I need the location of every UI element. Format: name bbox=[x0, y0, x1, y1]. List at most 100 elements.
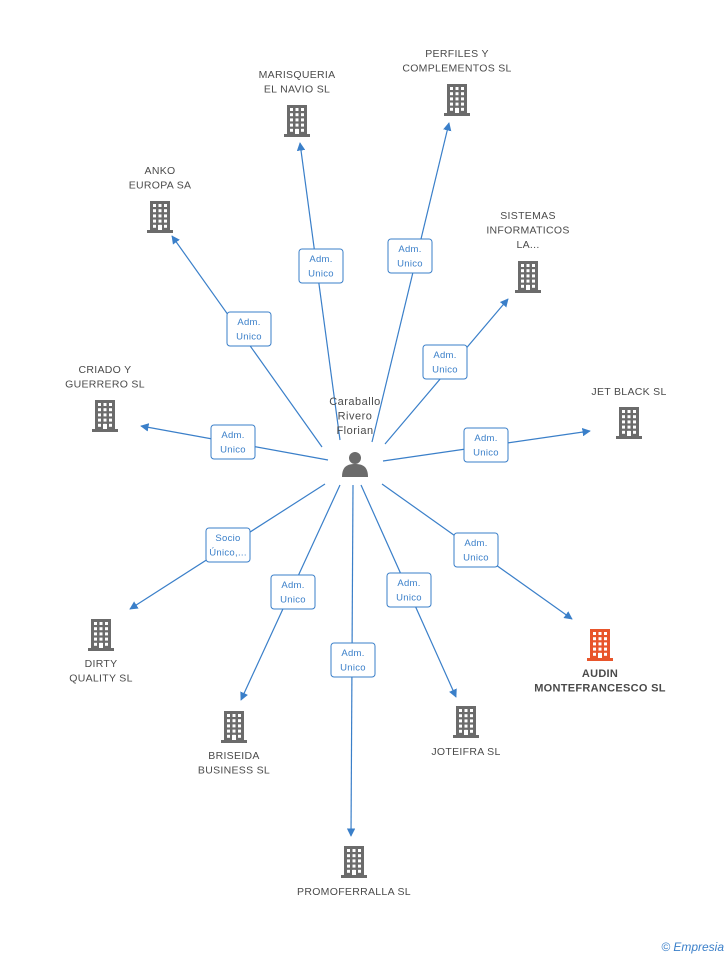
role-label-line: Unico bbox=[463, 553, 489, 564]
role-label-line: Unico bbox=[432, 365, 458, 376]
company-name-line: QUALITY SL bbox=[69, 673, 133, 685]
company-node-sistemas[interactable]: SISTEMAS INFORMATICOS LA... bbox=[486, 210, 569, 293]
role-label-box[interactable] bbox=[226, 311, 272, 347]
edge-jetblack[interactable]: Adm. Unico bbox=[382, 427, 591, 463]
role-label-box[interactable] bbox=[298, 248, 344, 284]
role-label-line: Adm. bbox=[397, 578, 420, 589]
role-label-box[interactable] bbox=[330, 642, 376, 678]
role-label-line: Unico bbox=[236, 332, 262, 343]
company-name: ANKO EUROPA SA bbox=[129, 165, 192, 192]
role-label: Adm. Unico bbox=[473, 433, 499, 459]
role-label-line: Adm. bbox=[341, 648, 364, 659]
company-name-line: BRISEIDA bbox=[208, 750, 259, 762]
company-node-joteifra[interactable]: JOTEIFRA SL bbox=[431, 706, 500, 758]
role-label-box[interactable] bbox=[210, 424, 256, 460]
role-label-line: Unico bbox=[396, 593, 422, 604]
role-label-line: Adm. bbox=[237, 317, 260, 328]
company-name-line: MONTEFRANCESCO SL bbox=[534, 683, 666, 695]
role-label-box[interactable] bbox=[205, 527, 251, 563]
edge-marisqueria[interactable]: Adm.Unico bbox=[296, 142, 344, 441]
company-name: DIRTY QUALITY SL bbox=[69, 658, 133, 685]
role-label-line: Adm. bbox=[398, 244, 421, 255]
role-label: Adm. Unico bbox=[397, 244, 423, 270]
building-icon bbox=[616, 407, 642, 439]
role-label-box[interactable] bbox=[453, 532, 499, 568]
company-node-anko[interactable]: ANKO EUROPA SA bbox=[129, 165, 192, 233]
role-label-line: Adm. bbox=[464, 538, 487, 549]
building-icon bbox=[453, 706, 479, 738]
role-label-line: Unico bbox=[340, 663, 366, 674]
company-name: JOTEIFRA SL bbox=[431, 746, 500, 758]
copyright-symbol: © bbox=[661, 940, 671, 954]
company-name: JET BLACK SL bbox=[591, 386, 666, 398]
edge-joteifra[interactable]: Adm. Unico bbox=[360, 484, 457, 698]
edge-briseida[interactable]: Adm. Unico bbox=[240, 484, 341, 701]
company-name-line: GUERRERO SL bbox=[65, 379, 145, 391]
company-name-line: SISTEMAS bbox=[500, 210, 556, 222]
edge-promoferralla[interactable]: Adm. Unico bbox=[330, 484, 376, 837]
building-icon bbox=[92, 400, 118, 432]
role-label-line: Adm. bbox=[281, 580, 304, 591]
role-label-box[interactable] bbox=[270, 574, 316, 610]
building-icon bbox=[147, 201, 173, 233]
role-label-line: Unico bbox=[473, 448, 499, 459]
company-name-line: EUROPA SA bbox=[129, 180, 192, 192]
role-label-line: Adm. bbox=[433, 350, 456, 361]
building-icon bbox=[341, 846, 367, 878]
company-node-briseida[interactable]: BRISEIDA BUSINESS SL bbox=[198, 711, 270, 777]
edge-line bbox=[371, 122, 452, 443]
building-icon bbox=[587, 629, 613, 661]
building-icon bbox=[88, 619, 114, 651]
role-label-box[interactable] bbox=[463, 427, 509, 463]
company-node-promoferralla[interactable]: PROMOFERRALLA SL bbox=[297, 846, 411, 898]
person-name-line: Rivero bbox=[338, 411, 373, 423]
role-label-box[interactable] bbox=[387, 238, 433, 274]
edge-audin[interactable]: Adm. Unico bbox=[381, 483, 573, 620]
company-name-line: LA... bbox=[516, 239, 539, 251]
company-name-line: ANKO bbox=[145, 165, 176, 177]
company-name-line: INFORMATICOS bbox=[486, 225, 569, 237]
footer-brand[interactable]: ©Empresia bbox=[661, 940, 724, 954]
brand-logo: Empresia bbox=[673, 940, 724, 954]
edge-perfiles[interactable]: Adm. Unico bbox=[371, 122, 452, 443]
company-name-line: MARISQUERIA bbox=[259, 69, 336, 81]
role-label: Adm.Unico bbox=[308, 254, 334, 280]
edge-criado[interactable]: Adm.Unico bbox=[140, 423, 329, 461]
edge-line bbox=[296, 142, 341, 441]
building-icon bbox=[221, 711, 247, 743]
company-name-line: PROMOFERRALLA SL bbox=[297, 886, 411, 898]
company-name-line: JET BLACK SL bbox=[591, 386, 666, 398]
company-name-line: BUSINESS SL bbox=[198, 765, 270, 777]
company-node-jetblack[interactable]: JET BLACK SL bbox=[591, 386, 666, 439]
role-label: Adm. Unico bbox=[280, 580, 306, 606]
company-name-line: DIRTY bbox=[85, 658, 118, 670]
company-name-line: PERFILES Y bbox=[425, 48, 489, 60]
person-icon bbox=[342, 452, 368, 477]
edge-anko[interactable]: Adm. Unico bbox=[171, 235, 323, 448]
role-label: Adm. Unico bbox=[236, 317, 262, 343]
company-name: BRISEIDA BUSINESS SL bbox=[198, 750, 270, 777]
role-label-box[interactable] bbox=[386, 572, 432, 608]
company-node-dirty[interactable]: DIRTY QUALITY SL bbox=[69, 619, 133, 685]
role-label-line: Adm. bbox=[221, 430, 244, 441]
role-label-line: Socio bbox=[215, 533, 240, 544]
role-label-line: Unico bbox=[280, 595, 306, 606]
role-label-box[interactable] bbox=[422, 344, 468, 380]
role-label-line: Unico bbox=[397, 259, 423, 270]
edge-sistemas[interactable]: Adm. Unico bbox=[384, 298, 509, 445]
role-label: Adm. Unico bbox=[340, 648, 366, 674]
role-label-line: Adm. bbox=[474, 433, 497, 444]
